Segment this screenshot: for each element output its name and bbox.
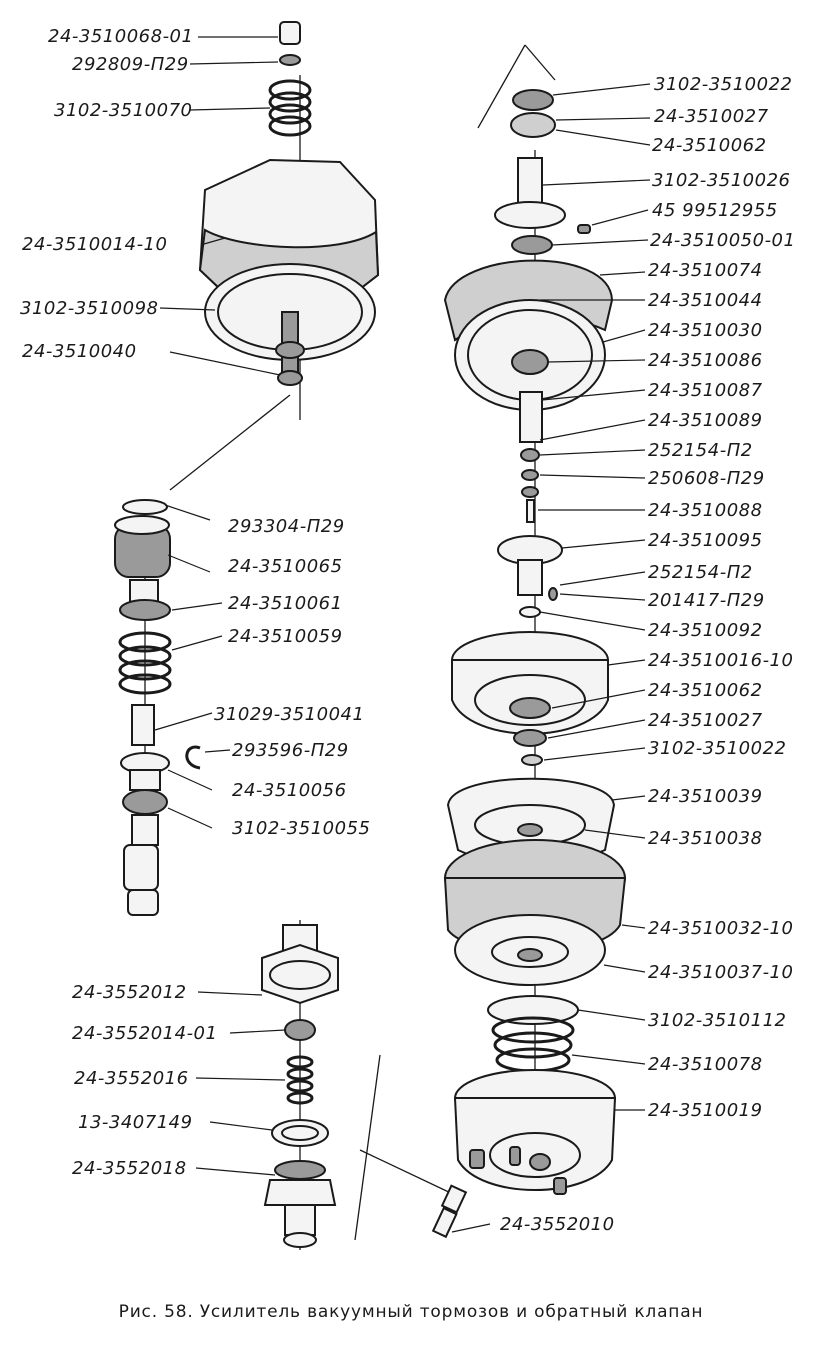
callout-label: 24-3510078 [648, 1054, 763, 1075]
callout-label: 24-3510016-10 [648, 650, 793, 671]
callout-label: 3102-3510055 [232, 818, 370, 839]
callout-label: 24-3552010 [500, 1214, 615, 1235]
valve-parts-top-left [268, 21, 312, 137]
callout-label: 292809-П29 [72, 54, 189, 75]
callout-label: 24-3510068-01 [48, 26, 193, 47]
callout-label: 24-3552018 [72, 1158, 187, 1179]
callout-label: 24-3510092 [648, 620, 763, 641]
callout-label: 3102-3510022 [654, 74, 792, 95]
callout-label: 3102-3510022 [648, 738, 786, 759]
body-24-3510019 [453, 1069, 617, 1195]
callout-label: 24-3510095 [648, 530, 763, 551]
cover-24-3510016-10 [451, 631, 609, 766]
callout-label: 252154-П2 [648, 562, 753, 583]
fitting-24-3552010 [431, 1184, 468, 1239]
callout-label: 293596-П29 [232, 740, 349, 761]
callout-label: 24-3510037-10 [648, 962, 793, 983]
callout-label: 24-3510014-10 [22, 234, 167, 255]
callout-label: 3102-3510112 [648, 1010, 786, 1031]
callout-label: 24-3510088 [648, 500, 763, 521]
callout-label: 24-3510019 [648, 1100, 763, 1121]
callout-label: 24-3510039 [648, 786, 763, 807]
exploded-view-drawing: 24-3510068-01 292809-П29 3102-3510070 24… [20, 21, 795, 1250]
callout-labels: 24-3510068-01 292809-П29 3102-3510070 24… [20, 26, 795, 1235]
callout-label: 3102-3510026 [652, 170, 790, 191]
spring-24-3510059 [118, 631, 172, 695]
spring-3102-3510070 [268, 79, 312, 137]
callout-label: 201417-П29 [648, 590, 765, 611]
callout-label: 24-3510032-10 [648, 918, 793, 939]
callout-label: 24-3510087 [648, 380, 763, 401]
callout-label: 24-3510056 [232, 780, 347, 801]
callout-label: 24-3552016 [74, 1068, 189, 1089]
check-valve-parts [261, 924, 339, 1248]
callout-label: 24-3510044 [648, 290, 763, 311]
callout-label: 3102-3510098 [20, 298, 158, 319]
callout-label: 24-3552014-01 [72, 1023, 217, 1044]
upper-small-parts-right [494, 89, 591, 255]
callout-label: 24-3552012 [72, 982, 187, 1003]
spring-24-3510078 [487, 995, 579, 1073]
callout-label: 24-3510086 [648, 350, 763, 371]
callout-label: 45 99512955 [652, 200, 778, 221]
leader-lines [154, 36, 651, 1233]
housing-24-3510014-10 [198, 158, 380, 386]
callout-label: 250608-П29 [648, 468, 765, 489]
callout-label: 252154-П2 [648, 440, 753, 461]
callout-label: 3102-3510070 [54, 100, 192, 121]
diaphragm-24-3510032-10 [443, 839, 627, 986]
callout-label: 24-3510062 [648, 680, 763, 701]
callout-label: 24-3510065 [228, 556, 343, 577]
figure-caption: Рис. 58. Усилитель вакуумный тормозов и … [118, 1302, 704, 1322]
callout-label: 24-3510062 [652, 135, 767, 156]
spring-24-3552016 [286, 1055, 314, 1105]
flange-24-3510095 [497, 535, 563, 618]
callout-label: 24-3510050-01 [650, 230, 795, 251]
callout-label: 24-3510027 [654, 106, 769, 127]
valve-parts-middle-left [114, 499, 201, 916]
callout-label: 24-3510061 [228, 593, 343, 614]
callout-label: 31029-3510041 [214, 704, 364, 725]
callout-label: 13-3407149 [78, 1112, 193, 1133]
callout-label: 24-3510089 [648, 410, 763, 431]
callout-label: 24-3510074 [648, 260, 763, 281]
callout-label: 293304-П29 [228, 516, 345, 537]
callout-label: 24-3510040 [22, 341, 137, 362]
callout-label: 24-3510027 [648, 710, 763, 731]
diaphragm-and-piston [443, 259, 614, 523]
callout-label: 24-3510030 [648, 320, 763, 341]
callout-label: 24-3510059 [228, 626, 343, 647]
callout-label: 24-3510038 [648, 828, 763, 849]
